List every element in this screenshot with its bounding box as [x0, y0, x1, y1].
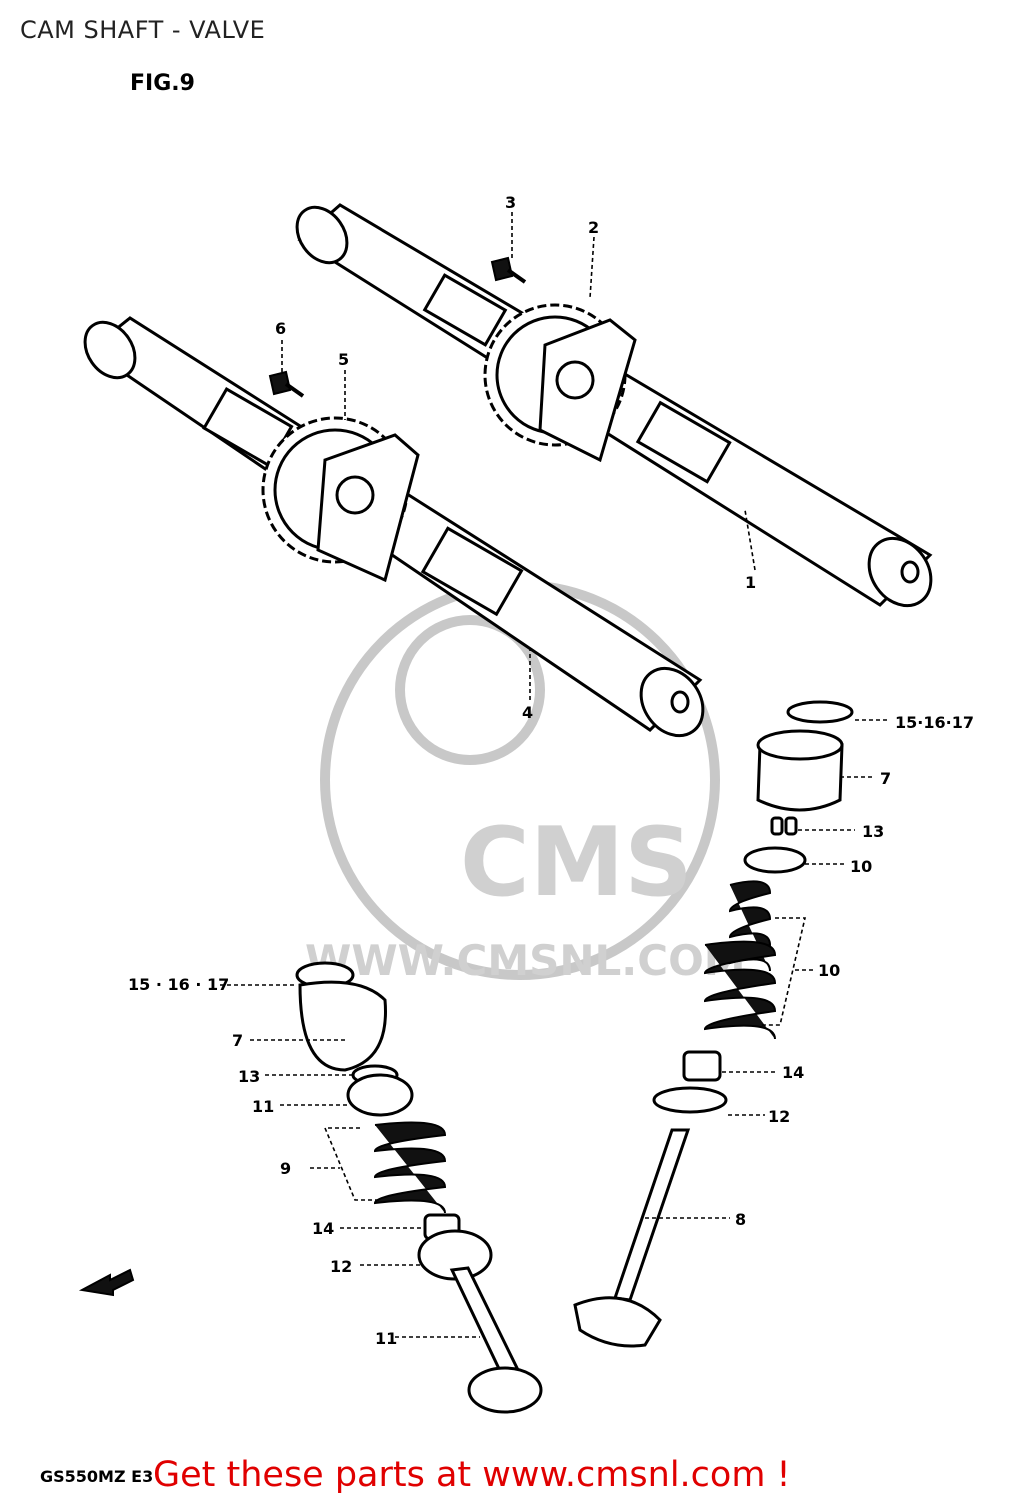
- callout-8: 8: [735, 1210, 746, 1229]
- sprocket-bolt-6: [268, 370, 305, 398]
- callout-15-right: 15·16·17: [895, 713, 974, 732]
- cms-watermark: CMS WWW.CMSNL.COM: [305, 580, 746, 985]
- callouts: 3 2 6 5 1 4 15·16·17 7 13 10 10 14 12 8 …: [128, 193, 974, 1348]
- watermark-brand: CMS: [460, 808, 693, 918]
- callout-11-right: 10: [850, 857, 872, 876]
- page-title: CAM SHAFT - VALVE: [20, 16, 266, 44]
- callout-6: 6: [275, 319, 286, 338]
- callout-2: 2: [588, 218, 599, 237]
- stem-seal-right: [652, 1086, 728, 1114]
- watermark-url: WWW.CMSNL.COM: [305, 936, 746, 985]
- tappet-right: [756, 729, 844, 812]
- leader-lines: [220, 212, 890, 1338]
- figure-label: FIG.9: [130, 71, 195, 96]
- callout-3: 3: [505, 193, 516, 212]
- callout-14-left: 14: [312, 1219, 334, 1238]
- model-code: GS550MZ E3: [40, 1467, 153, 1486]
- callout-7-left: 7: [232, 1031, 243, 1050]
- callout-13-right: 13: [862, 822, 884, 841]
- callout-12-left: 12: [330, 1257, 352, 1276]
- footer-link-text[interactable]: Get these parts at www.cmsnl.com !: [153, 1455, 791, 1495]
- callout-9: 11: [375, 1329, 397, 1348]
- callout-4: 4: [522, 703, 533, 722]
- tappet-left: [298, 980, 387, 1072]
- cam-sprocket-5: [261, 416, 420, 583]
- callout-12-right: 12: [768, 1107, 790, 1126]
- callout-11-left: 11: [252, 1097, 274, 1116]
- valve-9: [449, 1266, 543, 1414]
- callout-13-left: 13: [238, 1067, 260, 1086]
- cotter-right: [770, 816, 798, 836]
- callout-7-right: 7: [880, 769, 891, 788]
- callout-10-left: 9: [280, 1159, 291, 1178]
- valve-8: [573, 1128, 691, 1348]
- cam-sprocket-2: [483, 303, 637, 463]
- shim-right: [786, 700, 854, 724]
- callout-10-right: 10: [818, 961, 840, 980]
- spring-left: [373, 1121, 447, 1214]
- sprocket-bolt-3: [490, 256, 527, 284]
- spring-seat-right: [682, 1050, 722, 1082]
- front-arrow-icon: [78, 1268, 135, 1297]
- spring-right: [703, 880, 777, 1040]
- callout-14-right: 14: [782, 1063, 804, 1082]
- callout-1: 1: [745, 573, 756, 592]
- callout-15-left: 15 · 16 · 17: [128, 975, 229, 994]
- retainer-right: [743, 846, 807, 874]
- callout-5: 5: [338, 350, 349, 369]
- retainer-left: [346, 1073, 414, 1117]
